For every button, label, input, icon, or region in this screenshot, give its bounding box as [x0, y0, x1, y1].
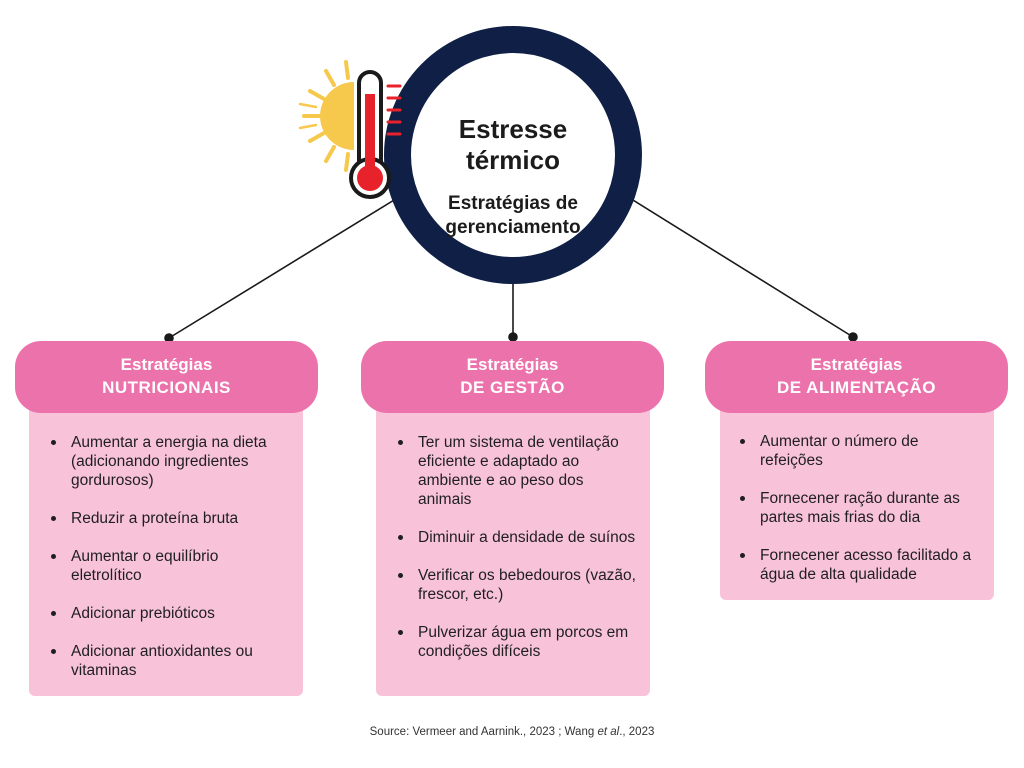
hub-subtitle: Estratégias de gerenciamento: [445, 193, 581, 238]
list-item: Verificar os bebedouros (vazão, frescor,…: [392, 566, 638, 604]
connector-right: [619, 191, 854, 338]
card-nutricionais-body: Aumentar a energia na dieta (adicionando…: [29, 395, 303, 696]
list-item: Pulverizar água em porcos em condições d…: [392, 623, 638, 661]
card-gestao-body: Ter um sistema de ventilação eficiente e…: [376, 395, 650, 696]
connector-right-dot: [848, 332, 858, 342]
source-suffix: ., 2023: [619, 726, 655, 738]
list-item: Adicionar antioxidantes ou vitaminas: [45, 642, 291, 680]
card-gestao-title-line2: DE GESTÃO: [460, 378, 565, 397]
card-alimentacao-body: Aumentar o número de refeições Fornecene…: [720, 395, 994, 600]
list-item: Aumentar o número de refeições: [734, 432, 984, 470]
card-alimentacao-header: Estratégias DE ALIMENTAÇÃO: [705, 341, 1008, 413]
list-item: Aumentar o equilíbrio eletrolítico: [45, 547, 291, 585]
list-item: Fornecener acesso facilitado a água de a…: [734, 546, 984, 584]
card-alimentacao-title-line2: DE ALIMENTAÇÃO: [776, 378, 937, 397]
thermometer-icon: [349, 70, 402, 199]
card-gestao-header: Estratégias DE GESTÃO: [361, 341, 664, 413]
source-italic: et al: [597, 726, 620, 738]
list-item: Aumentar a energia na dieta (adicionando…: [45, 433, 291, 490]
source-citation: Source: Vermeer and Aarnink., 2023 ; Wan…: [0, 726, 1024, 738]
list-item: Ter um sistema de ventilação eficiente e…: [392, 433, 638, 509]
list-item: Diminuir a densidade de suínos: [392, 528, 638, 547]
card-gestao-list: Ter um sistema de ventilação eficiente e…: [392, 433, 638, 661]
card-nutricionais-header: Estratégias NUTRICIONAIS: [15, 341, 318, 413]
card-nutricionais-list: Aumentar a energia na dieta (adicionando…: [45, 433, 291, 680]
list-item: Adicionar prebióticos: [45, 604, 291, 623]
list-item: Reduzir a proteína bruta: [45, 509, 291, 528]
list-item: Fornecener ração durante as partes mais …: [734, 489, 984, 527]
heat-illustration: [298, 60, 402, 199]
connector-center-dot: [508, 332, 518, 342]
card-alimentacao-list: Aumentar o número de refeições Fornecene…: [734, 432, 984, 584]
source-prefix: Source: Vermeer and Aarnink., 2023 ; Wan…: [369, 726, 598, 738]
connector-left: [168, 188, 413, 339]
central-hub: Estresse térmico Estratégias de gerencia…: [384, 26, 642, 284]
card-alimentacao-title-line1: Estratégias: [810, 355, 903, 374]
card-gestao-title-line1: Estratégias: [466, 355, 559, 374]
hub-title: Estresse térmico: [458, 114, 568, 175]
card-nutricionais-title-line1: Estratégias: [120, 355, 213, 374]
card-nutricionais-title-line2: NUTRICIONAIS: [102, 378, 231, 397]
sun-icon: [298, 60, 354, 172]
